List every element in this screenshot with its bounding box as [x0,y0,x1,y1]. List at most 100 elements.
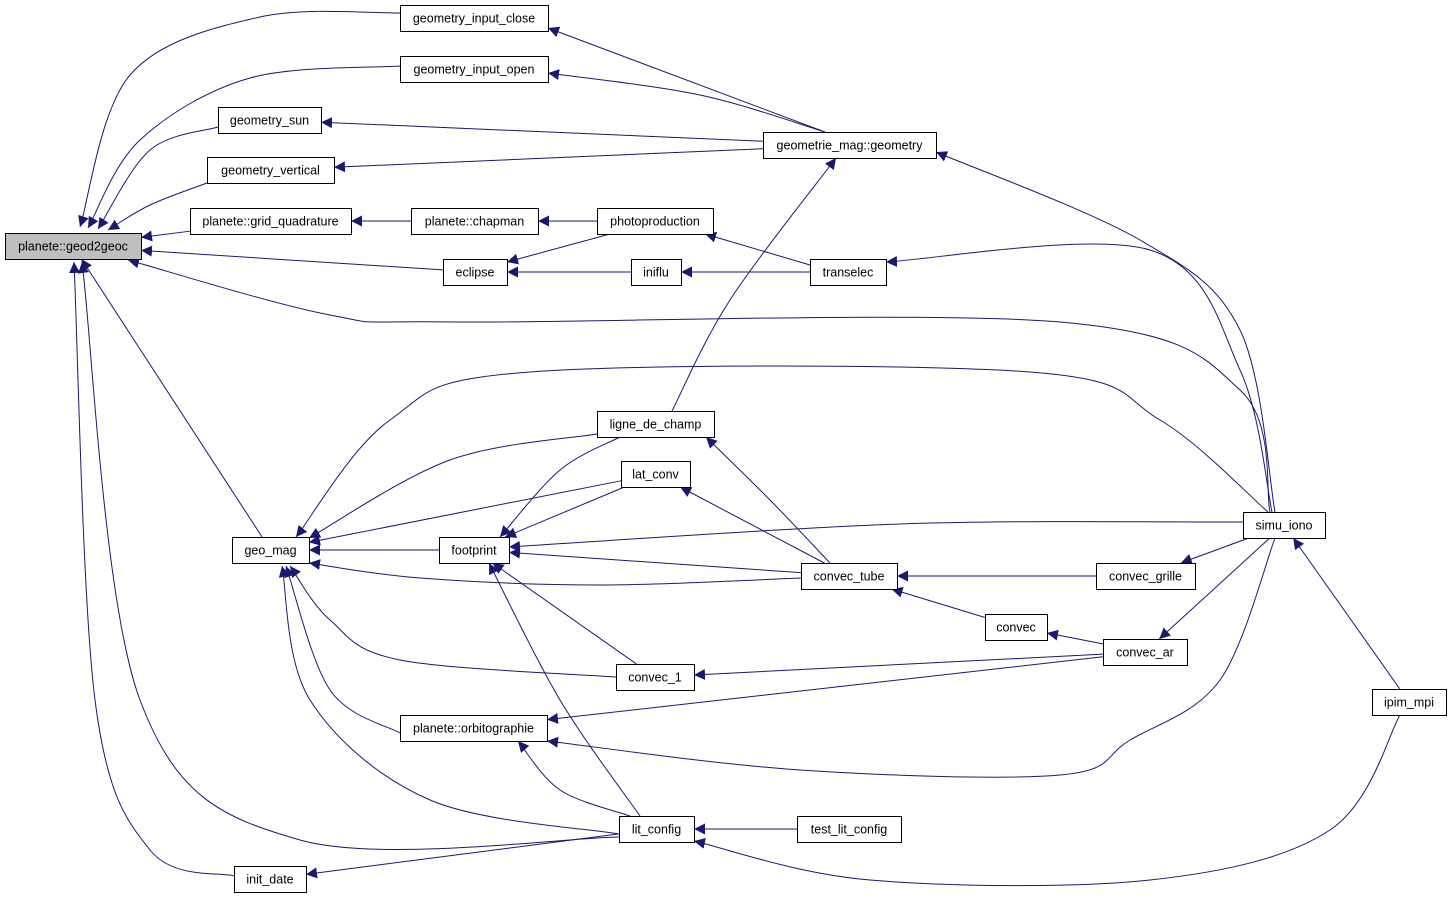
node-box[interactable] [621,461,691,488]
node-ligne-de-champ[interactable]: ligne_de_champ [597,411,715,438]
node-box[interactable] [207,157,335,184]
node-geometrie-mag-geometry[interactable]: geometrie_mag::geometry [763,132,937,159]
node-box[interactable] [234,866,307,893]
edge-line [492,562,637,665]
node-box[interactable] [439,537,510,564]
edge-line [704,231,811,266]
node-photoproduction[interactable]: photoproduction [597,208,714,235]
node-geometry-sun[interactable]: geometry_sun [218,107,322,134]
node-geometry-input-close[interactable]: geometry_input_close [400,5,549,32]
node-iniflu[interactable]: iniflu [631,259,682,286]
edge-line [127,257,1271,513]
edge-line [305,833,620,879]
edge-line [1158,537,1271,640]
edge-line [295,365,1269,538]
node-planete-orbitographie[interactable]: planete::orbitographie [400,715,548,742]
node-geometry-vertical[interactable]: geometry_vertical [207,157,335,184]
node-box[interactable] [232,537,310,564]
edge-line [693,653,1104,680]
node-box[interactable] [801,563,898,590]
edge-lit-config-to-init-date [305,833,620,879]
node-footprint[interactable]: footprint [439,537,510,564]
node-lit-config[interactable]: lit_config [619,816,695,843]
node-box[interactable] [5,233,142,260]
node-box[interactable] [1103,639,1188,666]
edge-line [891,586,986,619]
node-convec-tube[interactable]: convec_tube [801,563,898,590]
node-box[interactable] [1243,512,1326,539]
edge-line [705,436,831,564]
node-label: geo_mag [244,544,296,558]
node-box[interactable] [400,5,549,32]
node-test-lit-config[interactable]: test_lit_config [797,816,902,843]
node-box[interactable] [1096,563,1196,590]
node-planete-grid-quadrature[interactable]: planete::grid_quadrature [190,208,352,235]
node-box[interactable] [985,614,1048,641]
edge-planete-orbitographie-to-geo-mag [284,565,401,734]
edge-simu-iono-to-geo-mag [295,365,1269,538]
edge-geometry-input-open-to-planete-geod2geoc [87,65,401,229]
edge-convec-to-convec-tube [891,586,986,619]
node-box[interactable] [400,56,549,83]
edge-line [308,480,622,546]
node-box[interactable] [597,411,715,438]
node-box[interactable] [810,259,887,286]
node-geo-mag[interactable]: geo_mag [232,537,310,564]
node-box[interactable] [400,715,548,742]
node-label: simu_iono [1256,519,1313,533]
edge-ligne-de-champ-to-geo-mag [308,433,598,539]
edge-lit-config-to-planete-geod2geoc [77,261,620,850]
edge-ligne-de-champ-to-geometrie-mag-geometry [671,157,837,412]
edge-line [885,243,1273,513]
node-label: planete::geod2geoc [18,240,128,254]
node-geometry-input-open[interactable]: geometry_input_open [400,56,549,83]
node-label: geometry_input_close [413,12,535,26]
node-box[interactable] [218,107,322,134]
node-box[interactable] [619,816,695,843]
node-box[interactable] [763,132,937,159]
node-lat-conv[interactable]: lat_conv [621,461,691,488]
node-convec-grille[interactable]: convec_grille [1096,563,1196,590]
node-box[interactable] [597,208,714,235]
node-label: planete::grid_quadrature [202,215,338,229]
edge-line [81,258,263,538]
edge-ligne-de-champ-to-footprint [499,436,621,538]
node-box[interactable] [631,259,682,286]
node-box[interactable] [411,208,539,235]
edge-line [499,436,621,538]
edge-convec-tube-to-geo-mag [308,559,802,586]
edge-line [140,245,444,271]
node-simu-iono[interactable]: simu_iono [1243,512,1326,539]
edge-geometrie-mag-geometry-to-geometry-vertical [333,148,764,173]
edge-line [87,65,401,229]
edge-line [504,486,625,538]
edge-lit-config-to-planete-orbitographie [517,740,631,817]
edge-line [547,26,826,133]
edge-simu-iono-to-footprint [508,521,1244,552]
node-convec-ar[interactable]: convec_ar [1103,639,1188,666]
edge-convec-1-to-geo-mag [289,565,617,678]
edge-simu-iono-to-planete-orbitographie [546,537,1276,778]
node-label: transelec [823,266,874,280]
node-convec[interactable]: convec [985,614,1048,641]
node-box[interactable] [443,259,508,286]
node-planete-chapman[interactable]: planete::chapman [411,208,539,235]
edge-lit-config-to-geo-mag [278,565,620,835]
node-convec-1[interactable]: convec_1 [616,664,695,691]
node-eclipse[interactable]: eclipse [443,259,508,286]
node-box[interactable] [797,816,902,843]
node-box[interactable] [616,664,695,691]
node-label: eclipse [456,266,495,280]
node-ipim-mpi[interactable]: ipim_mpi [1372,689,1447,716]
node-planete-geod2geoc[interactable]: planete::geod2geoc [5,233,142,260]
node-box[interactable] [190,208,352,235]
node-label: convec [996,621,1036,635]
node-init-date[interactable]: init_date [234,866,307,893]
edge-line [333,148,764,173]
node-box[interactable] [1372,689,1447,716]
node-label: ipim_mpi [1384,696,1434,710]
node-transelec[interactable]: transelec [810,259,887,286]
node-label: geometry_sun [230,114,309,128]
node-label: planete::orbitographie [413,722,534,736]
